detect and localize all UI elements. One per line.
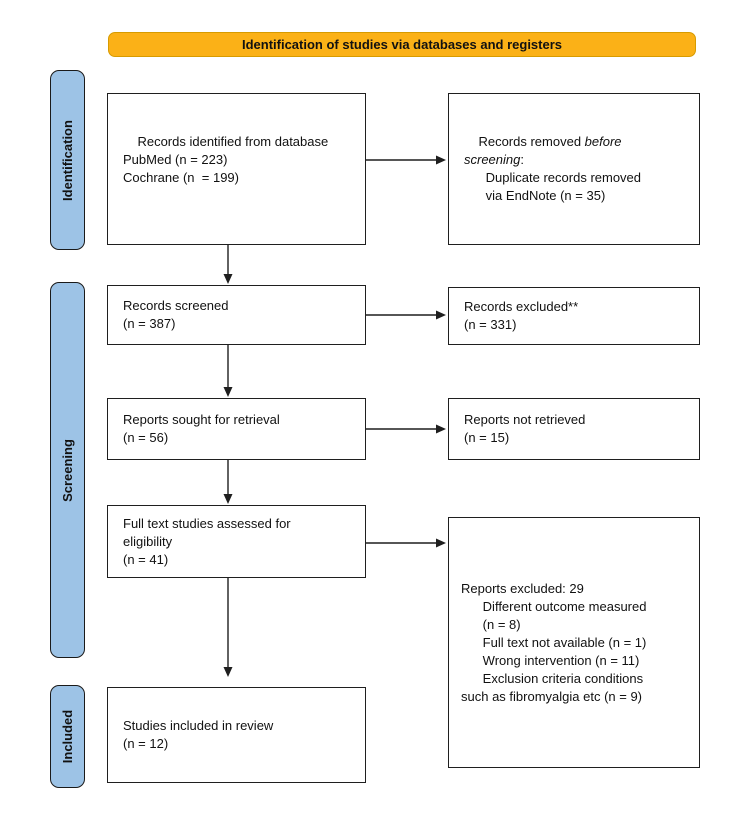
arrow-identified-to-screened — [223, 245, 233, 284]
box-records-screened-text: Records screened (n = 387) — [123, 298, 229, 331]
box-fulltext-assessed-text: Full text studies assessed for eligibili… — [123, 515, 291, 567]
box-records-excluded-text: Records excluded** (n = 331) — [464, 299, 579, 332]
stage-label-screening-text: Screening — [60, 438, 76, 502]
stage-label-identification-text: Identification — [60, 119, 76, 201]
box-records-screened: Records screened (n = 387) — [107, 285, 366, 345]
box-reports-sought-text: Reports sought for retrieval (n = 56) — [123, 412, 280, 445]
box-reports-not-retrieved: Reports not retrieved (n = 15) — [448, 398, 700, 460]
box-fulltext-assessed: Full text studies assessed for eligibili… — [107, 505, 366, 578]
box-records-removed-text: Records removed before screening: Duplic… — [464, 134, 642, 203]
records-removed-italic: before screening — [464, 134, 622, 167]
diagram-title-banner: Identification of studies via databases … — [108, 32, 696, 57]
stage-label-identification: Identification — [50, 70, 85, 250]
stage-label-screening: Screening — [50, 282, 85, 658]
box-records-removed: Records removed before screening: Duplic… — [448, 93, 700, 245]
box-records-identified: Records identified from database PubMed … — [107, 93, 366, 245]
box-reports-excluded: Reports excluded: 29 Different outcome m… — [448, 517, 700, 768]
box-records-identified-text: Records identified from database PubMed … — [123, 134, 329, 185]
diagram-title: Identification of studies via databases … — [241, 37, 563, 52]
stage-label-included: Included — [50, 685, 85, 788]
arrow-fulltext-to-reportsexcluded — [366, 538, 446, 548]
arrow-identified-to-removed — [366, 155, 446, 165]
box-records-excluded: Records excluded** (n = 331) — [448, 287, 700, 345]
box-studies-included: Studies included in review (n = 12) — [107, 687, 366, 783]
arrow-fulltext-to-included — [223, 578, 233, 677]
arrow-sought-to-fulltext — [223, 460, 233, 504]
arrow-screened-to-sought — [223, 345, 233, 397]
box-studies-included-text: Studies included in review (n = 12) — [123, 718, 274, 751]
arrow-sought-to-notretrieved — [366, 424, 446, 434]
box-reports-not-retrieved-text: Reports not retrieved (n = 15) — [464, 412, 586, 445]
box-reports-excluded-text: Reports excluded: 29 Different outcome m… — [461, 580, 647, 704]
arrow-screened-to-excluded — [366, 310, 446, 320]
box-reports-sought: Reports sought for retrieval (n = 56) — [107, 398, 366, 460]
stage-label-included-text: Included — [60, 709, 76, 764]
